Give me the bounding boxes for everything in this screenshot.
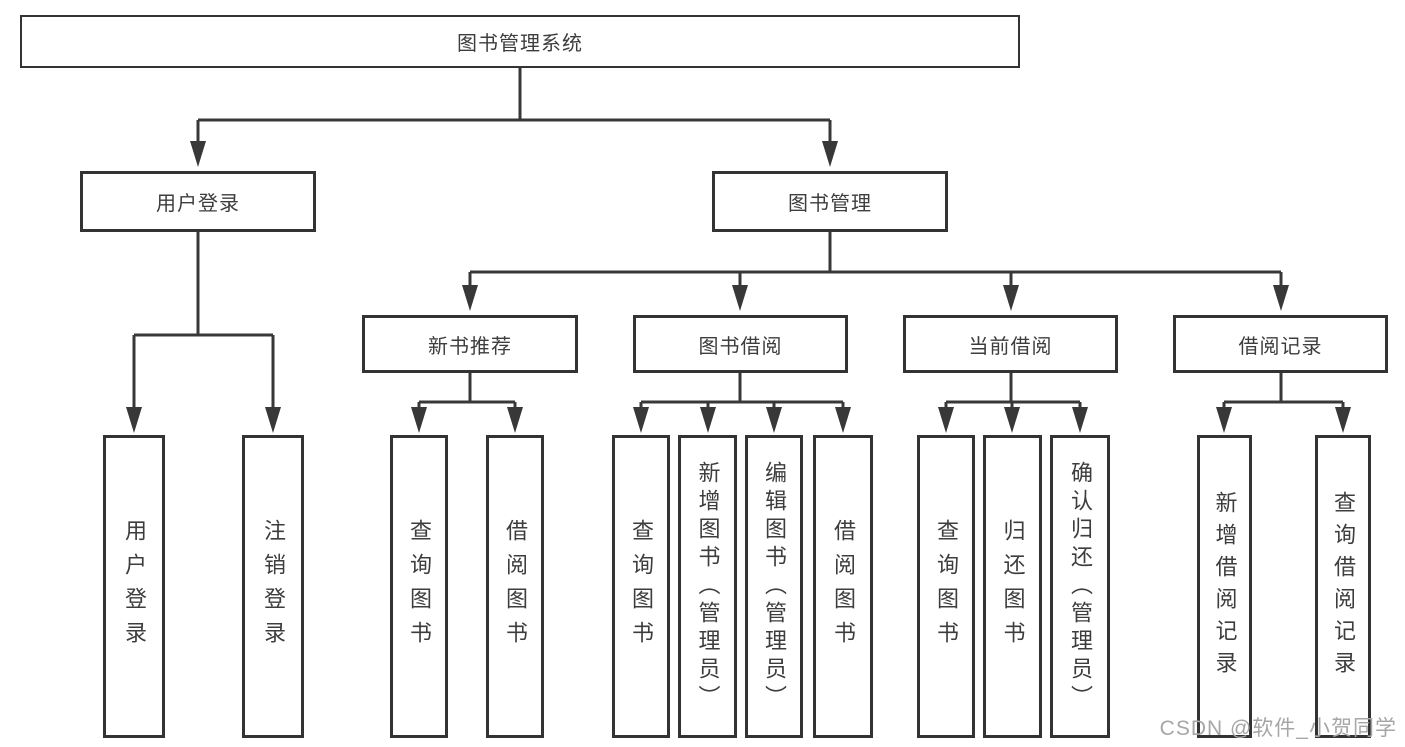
arrowheads (126, 141, 1351, 433)
leaf-edit-books-admin: 编辑图书（管理员） (745, 435, 803, 738)
leaf-add-borrow-record: 新增借阅记录 (1197, 435, 1252, 738)
node-book-management-label: 图书管理 (788, 193, 872, 215)
leaf-user-login: 用户登录 (103, 435, 165, 738)
node-user-login: 用户登录 (80, 171, 316, 232)
node-current-borrow: 当前借阅 (903, 315, 1118, 373)
node-borrow-records-label: 借阅记录 (1238, 335, 1323, 358)
csdn-watermark: CSDN @软件_小贺同学 (1159, 717, 1397, 740)
leaf-recommend-borrow-books: 借阅图书 (486, 435, 544, 738)
node-book-borrow: 图书借阅 (633, 315, 848, 373)
leaf-confirm-return-admin: 确认归还（管理员） (1050, 435, 1110, 738)
node-new-book-recommend: 新书推荐 (362, 315, 578, 373)
node-root-label: 图书管理系统 (457, 33, 583, 55)
node-current-borrow-label: 当前借阅 (968, 335, 1053, 358)
leaf-borrow-query-books: 查询图书 (612, 435, 670, 738)
leaf-current-query-books: 查询图书 (917, 435, 975, 738)
leaf-logout: 注销登录 (242, 435, 304, 738)
node-borrow-records: 借阅记录 (1173, 315, 1388, 373)
node-user-login-label: 用户登录 (156, 193, 240, 215)
node-book-management: 图书管理 (712, 171, 948, 232)
leaf-add-books-admin: 新增图书（管理员） (678, 435, 737, 738)
node-root: 图书管理系统 (20, 15, 1020, 68)
leaf-query-borrow-record: 查询借阅记录 (1315, 435, 1371, 738)
leaf-return-books: 归还图书 (983, 435, 1042, 738)
node-new-book-recommend-label: 新书推荐 (428, 335, 512, 358)
node-book-borrow-label: 图书借阅 (698, 335, 783, 358)
leaf-borrow-books: 借阅图书 (813, 435, 873, 738)
leaf-recommend-query-books: 查询图书 (390, 435, 448, 738)
